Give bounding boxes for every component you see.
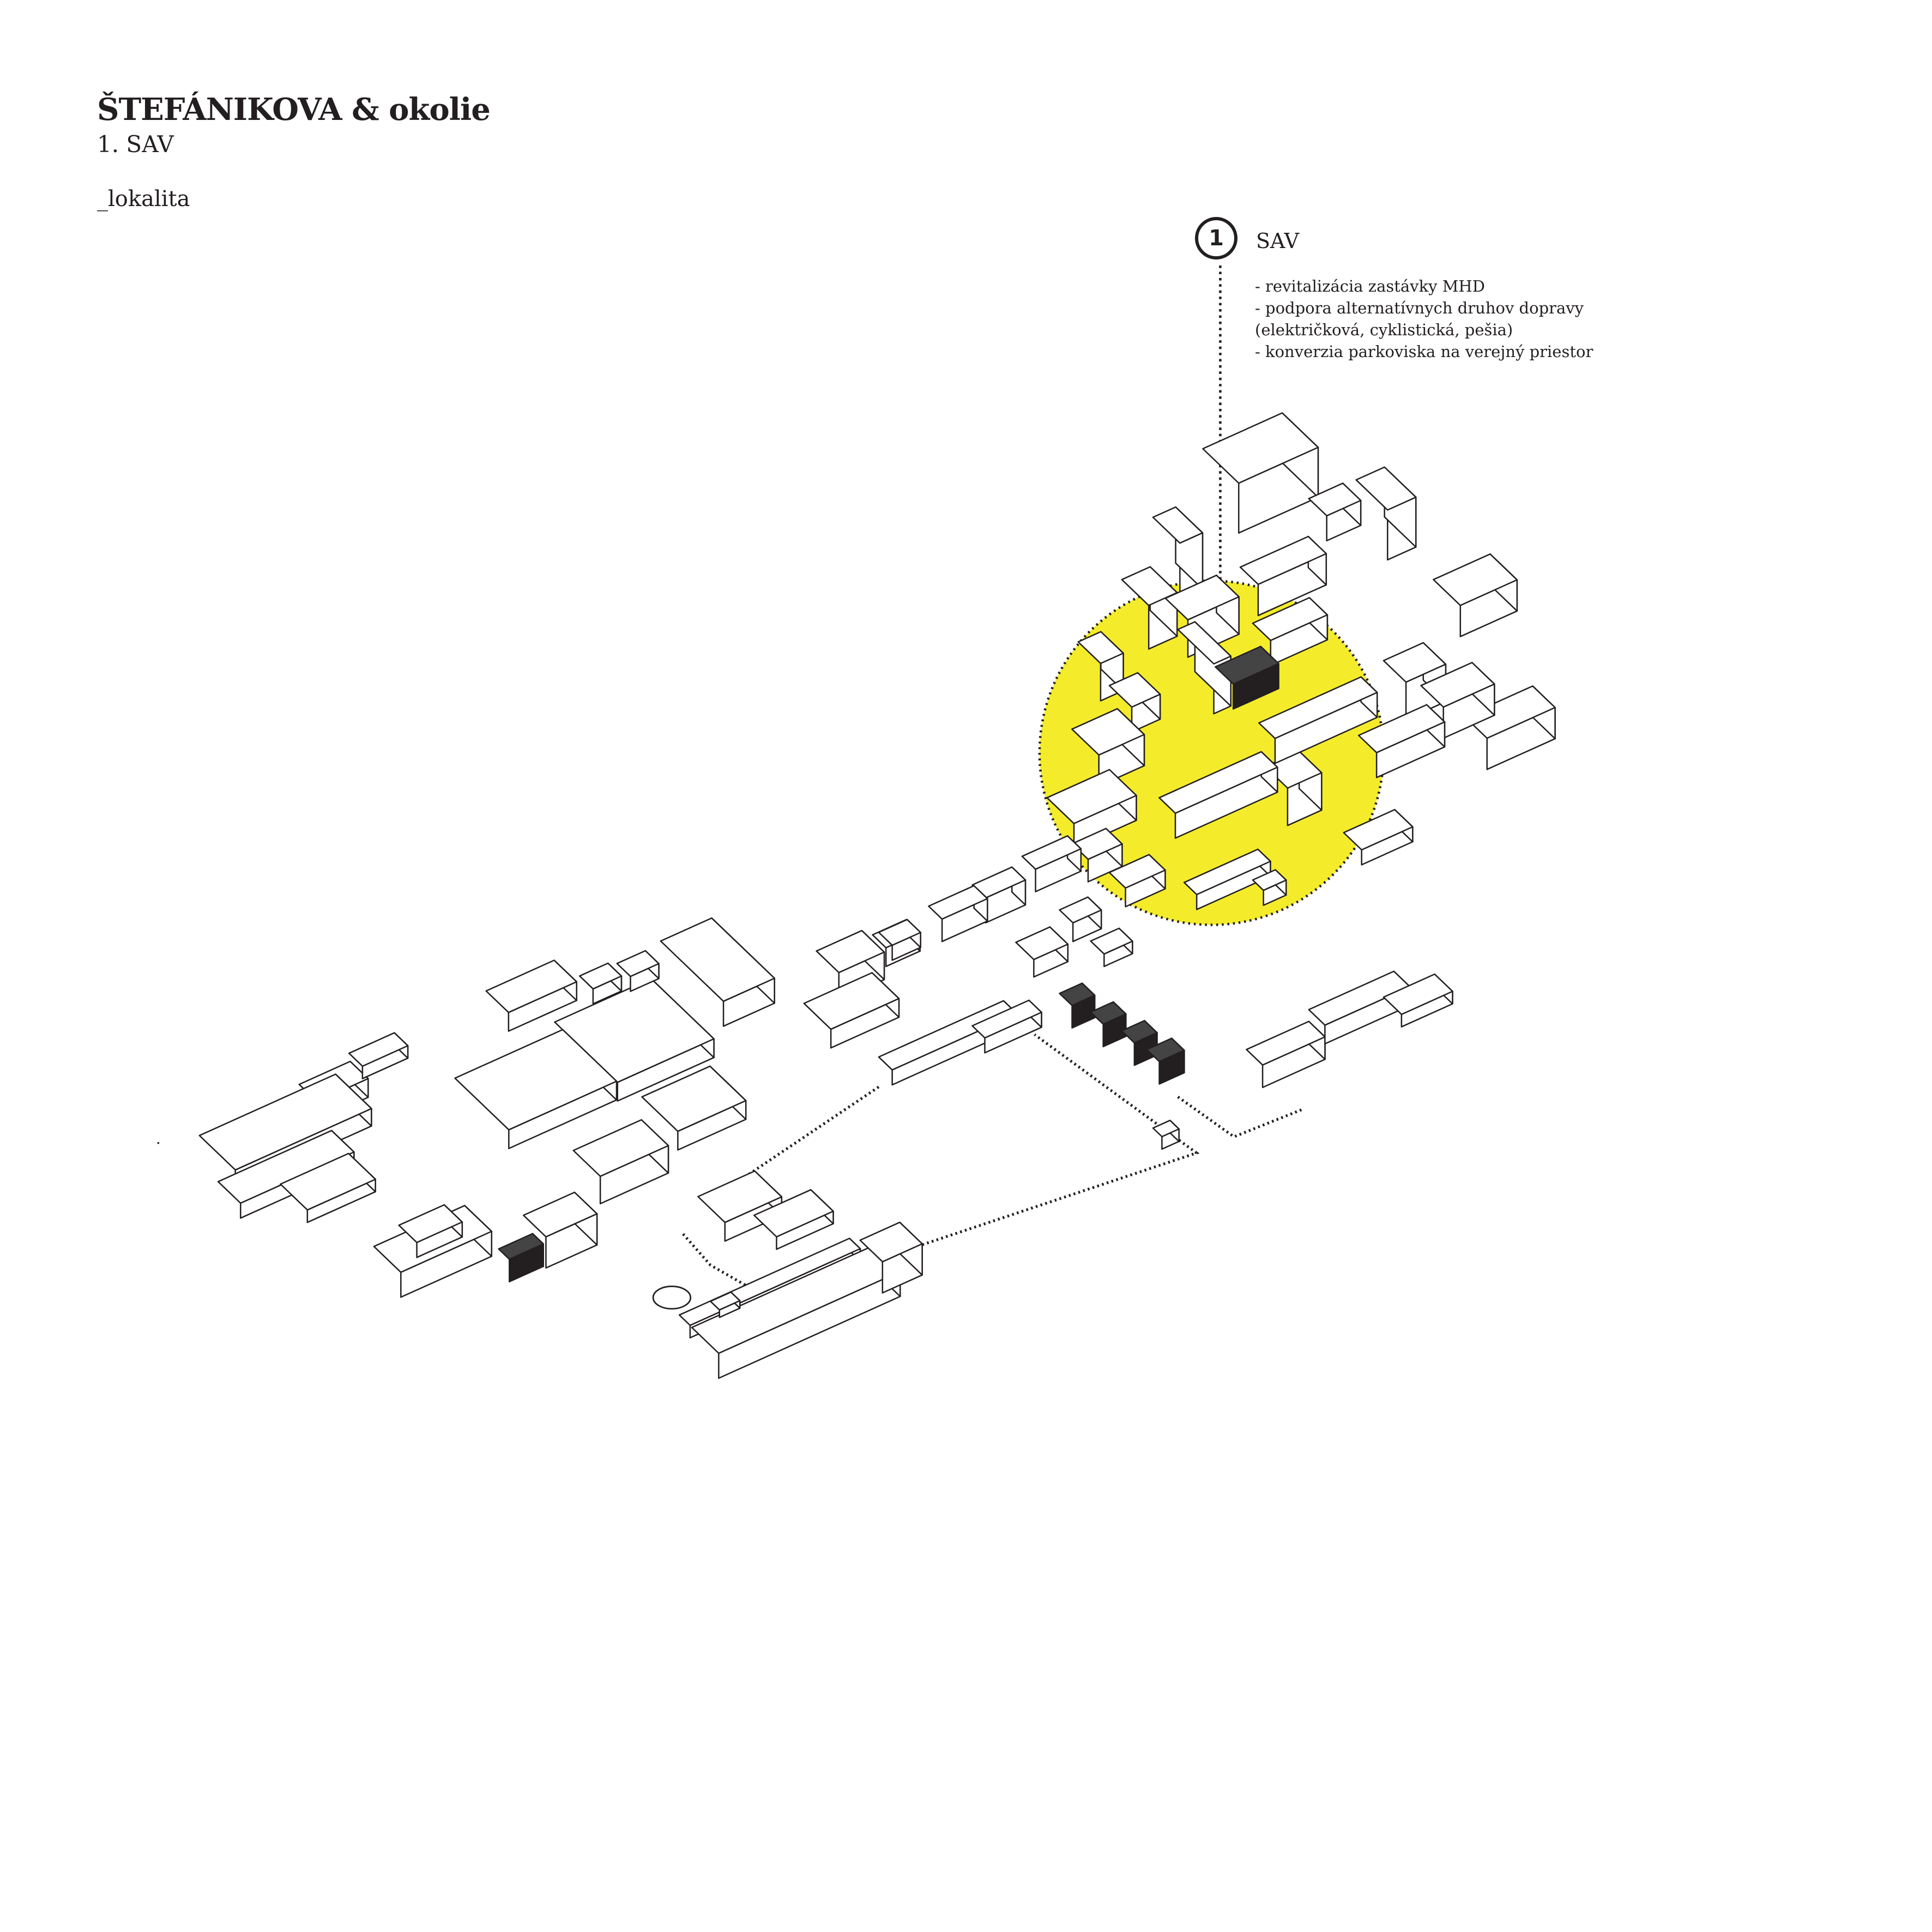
- page-subtitle: 1. SAV: [97, 131, 174, 158]
- building-roof: [1146, 1037, 1185, 1062]
- callout-number: 1: [1209, 226, 1224, 251]
- building-roof: [1239, 535, 1327, 585]
- building-roof: [572, 1119, 669, 1177]
- building-roof: [1420, 662, 1495, 708]
- building-roof: [1258, 676, 1378, 739]
- building-roof: [1202, 412, 1319, 484]
- building-roof: [1252, 597, 1329, 642]
- building-roof: [1464, 685, 1556, 739]
- callout-note: - konverzia parkoviska na verejný priest…: [1255, 342, 1593, 361]
- building-roof: [1021, 835, 1082, 870]
- building-roof: [641, 1065, 747, 1132]
- building-roof: [498, 1233, 545, 1260]
- building-roof: [1046, 769, 1137, 824]
- building-roof: [1077, 631, 1124, 665]
- building-roof: [280, 1152, 376, 1211]
- building-roof: [1108, 672, 1161, 708]
- building-roof: [816, 929, 885, 974]
- building-roof: [1357, 704, 1446, 753]
- building-roof: [710, 1291, 741, 1311]
- building-blocks: [198, 412, 1556, 1379]
- building-roof: [616, 950, 660, 977]
- stray-dot: [157, 1142, 160, 1144]
- building-roof: [928, 885, 988, 920]
- callout-note: - podpora alternatívnych druhov dopravy: [1255, 299, 1584, 317]
- route-dotted-lines: [682, 1033, 1303, 1291]
- section-label: _lokalita: [97, 186, 190, 212]
- building-roof: [1059, 896, 1102, 924]
- building-roof: [348, 1032, 409, 1067]
- building-roof: [1090, 927, 1133, 955]
- building-roof: [1343, 808, 1414, 851]
- callout-notes: - revitalizácia zastávky MHD - podpora a…: [1255, 275, 1593, 363]
- page-title: ŠTEFÁNIKOVA & okolie: [97, 92, 491, 128]
- building-roof: [971, 999, 1042, 1039]
- building-roof: [523, 1191, 598, 1237]
- building-roof: [1108, 854, 1166, 889]
- building-roof: [578, 962, 623, 990]
- roundabout-ellipse: [652, 1285, 692, 1310]
- building-roof: [1183, 848, 1271, 896]
- callout-number-marker: 1: [1195, 217, 1237, 259]
- building-roof: [697, 1170, 783, 1223]
- building-roof: [1355, 466, 1417, 511]
- building-roof: [1382, 642, 1447, 683]
- building-roof: [660, 917, 775, 1002]
- callout-note: - revitalizácia zastávky MHD: [1255, 277, 1485, 295]
- building-roof: [1121, 1019, 1158, 1044]
- building-roof: [1059, 982, 1096, 1006]
- building-roof: [859, 1221, 923, 1263]
- building-roof: [1177, 621, 1232, 665]
- building-roof: [1015, 926, 1069, 961]
- building-roof: [1090, 1001, 1127, 1025]
- building-roof: [1071, 708, 1145, 756]
- callout-note: (električková, cyklistická, pešia): [1255, 321, 1513, 339]
- building-roof: [1071, 828, 1123, 860]
- building-roof: [1308, 482, 1362, 517]
- building-roof: [753, 1189, 834, 1237]
- building-roof: [1164, 575, 1240, 621]
- building-roof: [485, 959, 577, 1013]
- building-roof: [1252, 869, 1287, 891]
- building-roof: [198, 1073, 372, 1171]
- building-roof: [1152, 1119, 1180, 1138]
- building-roof: [1158, 751, 1278, 814]
- building-roof: [454, 1029, 618, 1131]
- building-roof: [217, 1130, 355, 1204]
- building-roof: [1152, 506, 1204, 544]
- building-roof: [1382, 973, 1453, 1015]
- building-roof: [878, 919, 921, 946]
- callout-label: SAV: [1256, 229, 1300, 253]
- building-roof: [398, 1204, 463, 1243]
- building-roof: [803, 972, 900, 1030]
- building-roof: [1433, 553, 1518, 606]
- building-roof: [1215, 645, 1279, 685]
